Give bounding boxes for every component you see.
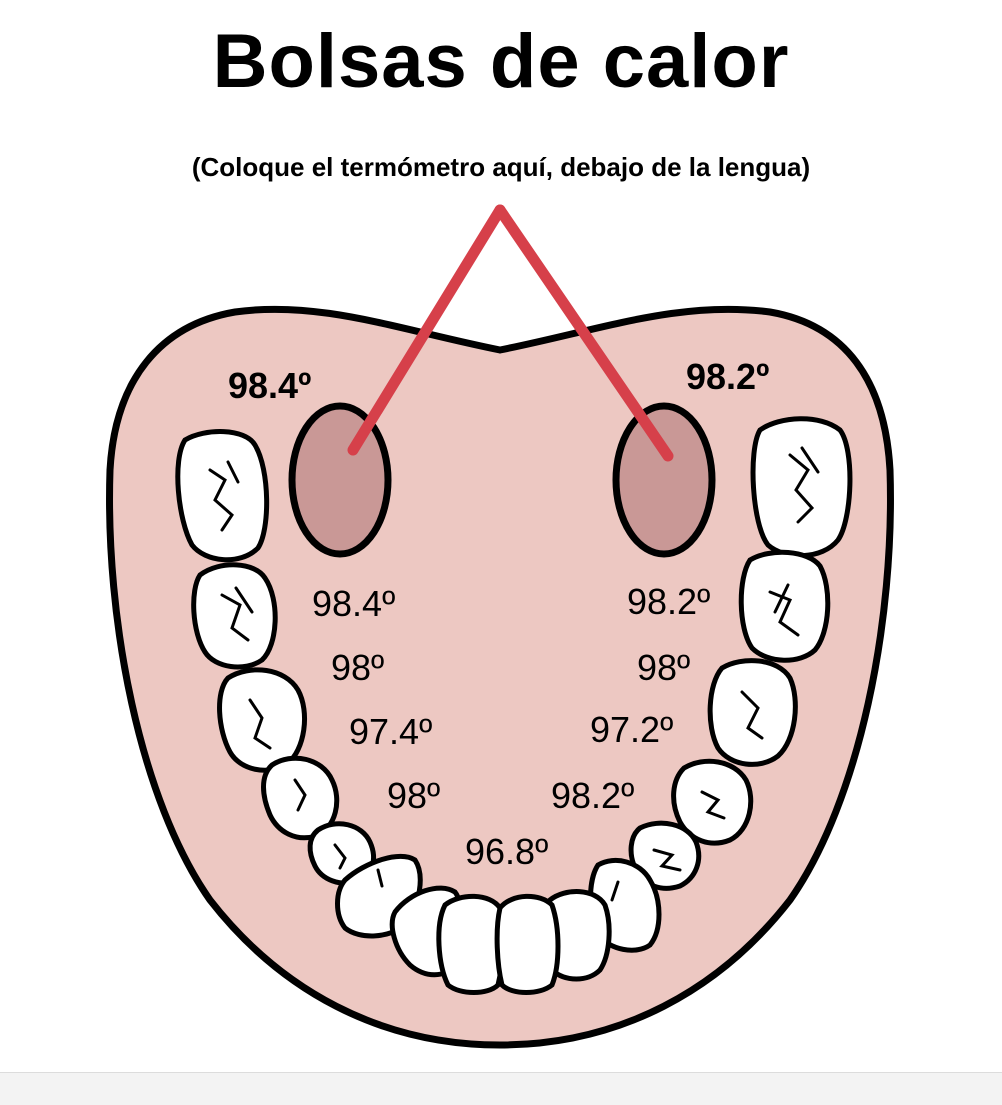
temp-front: 96.8º (465, 831, 548, 872)
temp-left-row-3: 97.4º (349, 711, 432, 752)
temp-right-pocket: 98.2º (686, 356, 769, 397)
tooth-r4 (671, 758, 754, 846)
tooth-r2 (738, 549, 831, 663)
tooth-l2 (191, 562, 278, 670)
temp-right-row-2: 98º (637, 647, 690, 688)
temp-right-row-4: 98.2º (551, 775, 634, 816)
right-heat-pocket (612, 402, 716, 558)
temp-left-row-2: 98º (331, 647, 384, 688)
title: Bolsas de calor (212, 19, 790, 104)
thermometer-pointer (347, 204, 674, 462)
temp-left-pocket: 98.4º (228, 365, 311, 406)
tooth-r3 (707, 658, 798, 767)
temp-right-row-3: 97.2º (590, 709, 673, 750)
tooth-r5 (628, 820, 702, 891)
left-heat-pocket (288, 402, 392, 558)
subtitle: (Coloque el termómetro aquí, debajo de l… (191, 152, 811, 182)
right-teeth (494, 416, 853, 995)
tooth-r8 (494, 893, 561, 995)
tooth-r1 (750, 416, 853, 559)
temp-left-row-1: 98.4º (312, 583, 395, 624)
tooth-l8 (436, 893, 506, 995)
tooth-l1 (175, 429, 270, 563)
temp-left-row-4: 98º (387, 775, 440, 816)
tooth-details (208, 446, 820, 902)
temp-right-row-1: 98.2º (627, 581, 710, 622)
bottom-bar (0, 1072, 1002, 1105)
left-teeth (175, 429, 506, 995)
